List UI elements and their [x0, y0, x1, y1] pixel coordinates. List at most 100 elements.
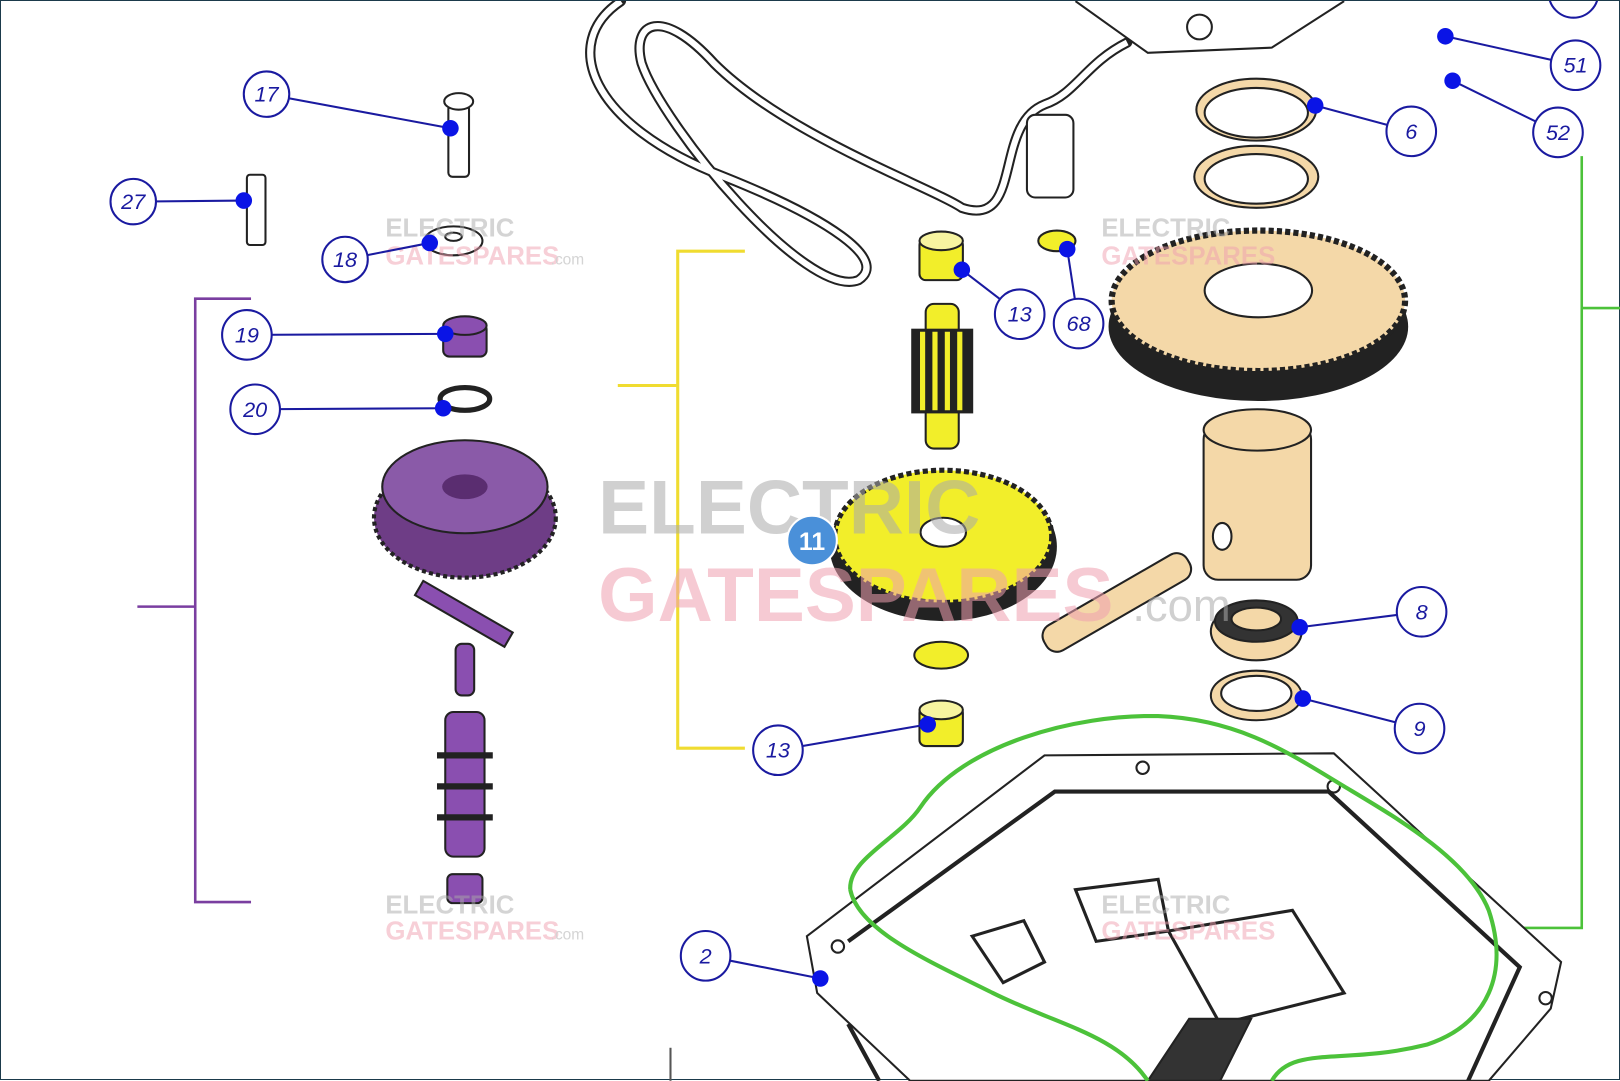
callout-circle[interactable]: [1548, 1, 1599, 19]
callout-circle[interactable]: [109, 177, 158, 226]
callout-circle[interactable]: [1385, 105, 1438, 158]
leader-dot: [1294, 690, 1312, 707]
drive-hub-tan: [1202, 408, 1313, 581]
gear-tan: [1108, 227, 1409, 402]
callout-label: 68: [1067, 311, 1091, 336]
callout-1[interactable]: 1: [1548, 1, 1599, 19]
svg-text:.com: .com: [1132, 580, 1230, 631]
leader-dot: [953, 261, 971, 279]
callout-68[interactable]: 68: [1052, 240, 1105, 350]
callout-label: 13: [766, 738, 790, 763]
svg-text:GATESPARES: GATESPARES: [1101, 243, 1275, 271]
svg-text:11: 11: [799, 529, 825, 556]
svg-text:GATESPARES: GATESPARES: [1101, 917, 1275, 945]
callout-27[interactable]: 27: [109, 177, 253, 226]
callout-circle[interactable]: [1395, 585, 1448, 638]
callout-9[interactable]: 9: [1294, 690, 1446, 755]
callout-circle[interactable]: [993, 288, 1046, 341]
leader-line: [246, 332, 446, 336]
callout-circle[interactable]: [752, 724, 804, 777]
callout-label: 8: [1416, 599, 1428, 624]
bracket-yellow: [617, 249, 745, 750]
watermark-small-4: ELECTRIC GATESPARES: [1101, 891, 1275, 945]
callout-52[interactable]: 52: [1444, 72, 1584, 159]
dowel-purple: [454, 642, 476, 697]
callout-circle[interactable]: [229, 383, 281, 436]
svg-text:ELECTRIC: ELECTRIC: [1101, 215, 1230, 243]
callout-6[interactable]: 6: [1306, 97, 1438, 158]
base-housing-2: [805, 752, 1563, 1081]
pinion-shaft-yellow: [911, 302, 974, 450]
callout-label: 19: [235, 322, 259, 347]
ring-6: [1193, 77, 1320, 209]
callout-51[interactable]: 51: [1437, 28, 1602, 92]
leader-dot: [442, 119, 459, 137]
leader-line: [255, 407, 444, 411]
leader-dot: [235, 192, 253, 209]
svg-text:GATESPARES: GATESPARES: [598, 553, 1113, 638]
gear-purple: [371, 439, 558, 580]
leader-dot: [421, 234, 439, 252]
key-purple: [413, 579, 515, 649]
pin-27: [245, 173, 267, 247]
bearing-8: [1209, 599, 1303, 662]
gasket-green: [848, 714, 1499, 1081]
leader-dot: [919, 716, 937, 733]
leader-dot: [1058, 240, 1076, 258]
leader-dot: [812, 970, 829, 987]
hotspot-badge-11[interactable]: 11: [786, 514, 838, 567]
watermark-small-1: ELECTRIC GATESPARES .com: [385, 215, 584, 271]
callout-label: 17: [254, 82, 279, 107]
callout-label: 52: [1546, 120, 1570, 145]
watermark-small-3: ELECTRIC GATESPARES .com: [385, 891, 584, 945]
callout-label: 2: [699, 943, 712, 968]
callout-8[interactable]: 8: [1291, 585, 1448, 638]
shaft-purple: [436, 710, 493, 858]
bushing-13-top: [918, 230, 964, 282]
callout-circle[interactable]: [242, 70, 291, 118]
callout-circle[interactable]: [1052, 297, 1105, 350]
callout-label: 18: [333, 247, 357, 272]
svg-text:ELECTRIC: ELECTRIC: [1101, 891, 1230, 919]
leader-dot: [1306, 97, 1324, 114]
leader-dot: [1437, 28, 1454, 45]
callout-circle[interactable]: [221, 309, 273, 361]
leader-dot: [1291, 619, 1308, 636]
watermark-center: ELECTRIC GATESPARES .com: [598, 465, 1231, 638]
bushing-19: [442, 315, 488, 358]
callout-19[interactable]: 19: [221, 309, 454, 361]
svg-text:GATESPARES: GATESPARES: [385, 917, 559, 945]
bracket-purple: [137, 297, 252, 904]
bushing-purple-bottom: [446, 873, 484, 905]
svg-text:.com: .com: [551, 926, 585, 943]
callout-label: 51: [1563, 53, 1587, 78]
callout-20[interactable]: 20: [229, 383, 452, 436]
callout-circle[interactable]: [1532, 106, 1584, 159]
callout-circle[interactable]: [679, 929, 732, 982]
callout-label: 27: [120, 189, 146, 214]
callout-circle[interactable]: [1393, 702, 1446, 755]
leader-dot: [436, 325, 454, 343]
callout-17[interactable]: 17: [242, 70, 459, 137]
leader-dot: [1444, 72, 1461, 89]
washer-9: [1209, 669, 1303, 722]
svg-text:ELECTRIC: ELECTRIC: [385, 215, 514, 243]
svg-text:GATESPARES: GATESPARES: [385, 243, 559, 271]
svg-text:ELECTRIC: ELECTRIC: [385, 891, 514, 919]
callout-circle[interactable]: [1549, 39, 1602, 92]
leader-dot: [434, 399, 452, 417]
callout-label: 1: [1567, 1, 1579, 5]
callout-18[interactable]: 18: [321, 234, 439, 284]
bracket-green: [1514, 156, 1620, 930]
watermark-small-2: ELECTRIC GATESPARES: [1101, 215, 1275, 271]
callout-13[interactable]: 13: [953, 261, 1046, 341]
cable-gland: [1025, 113, 1075, 199]
callout-circle[interactable]: [321, 235, 369, 284]
callout-2[interactable]: 2: [679, 929, 829, 987]
washer-yellow: [913, 640, 970, 670]
leader-line: [266, 93, 451, 130]
callout-13[interactable]: 13: [752, 716, 937, 777]
callout-label: 6: [1405, 119, 1418, 144]
callout-label: 9: [1414, 716, 1426, 741]
